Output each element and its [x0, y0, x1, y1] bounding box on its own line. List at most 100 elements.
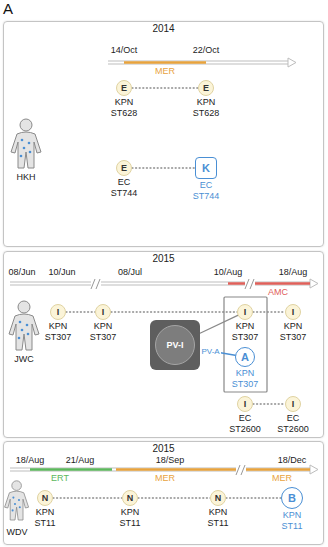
- isolate-marker: E: [116, 160, 132, 176]
- isolate-letter: I: [244, 400, 247, 409]
- isolate-letter: K: [202, 163, 210, 174]
- isolate-node: I EC ST2600: [269, 396, 317, 434]
- art-use: [5, 481, 29, 520]
- isolate-marker: N: [122, 490, 138, 506]
- art-path: [288, 58, 296, 67]
- isolate-marker: E: [198, 80, 214, 96]
- art-line: [10, 471, 310, 472]
- art-line: [108, 61, 288, 62]
- isolate-node: K EC ST744: [182, 157, 230, 201]
- lineage-link: [132, 87, 198, 88]
- isolate-marker: I: [285, 304, 301, 320]
- strain-label: EC ST2600: [229, 413, 261, 434]
- timeline-label: 10/Jun: [48, 267, 75, 278]
- isolate-marker: N: [210, 490, 226, 506]
- strain-label: KPN ST11: [120, 507, 141, 528]
- art-line: [91, 279, 95, 289]
- timeline-label: 10/Aug: [214, 267, 243, 278]
- isolate-letter: I: [244, 308, 247, 317]
- plate-photo: PV-I: [150, 320, 200, 370]
- timeline-label: AMC: [268, 287, 288, 298]
- timeline-panel: 2015IKPN ST307IKPN ST307PV-IIKPN ST307AK…: [3, 251, 324, 438]
- strain-label: KPN ST307: [232, 368, 259, 389]
- timeline-label: MER: [155, 66, 175, 77]
- strain-label: KPN ST11: [282, 510, 303, 531]
- art-line: [116, 468, 236, 471]
- isolate-marker: N: [37, 490, 53, 506]
- art-line: [10, 282, 310, 283]
- art-use: [9, 301, 39, 350]
- timeline-label: 18/Sep: [156, 455, 185, 466]
- timeline-label: 18/Dec: [278, 455, 307, 466]
- strain-label: KPN ST11: [35, 507, 56, 528]
- art-line: [96, 279, 100, 289]
- isolate-node: NKPN ST11: [194, 490, 242, 528]
- isolate-node: N KPN ST11: [21, 490, 69, 528]
- isolate-node: IKPN ST307: [34, 304, 82, 342]
- isolate-node: E KPN ST628: [182, 80, 230, 118]
- art-line: [246, 468, 310, 471]
- strain-label: EC ST2600: [277, 413, 309, 434]
- timeline-label: WDV: [7, 527, 28, 538]
- isolate-marker: E: [116, 80, 132, 96]
- isolate-node: IKPN ST307: [79, 304, 127, 342]
- art-use: [11, 119, 41, 168]
- strain-label: KPN ST307: [90, 321, 117, 342]
- isolate-node: EKPN ST628: [100, 80, 148, 118]
- isolate-letter: B: [288, 493, 296, 504]
- lineage-link: [226, 497, 281, 498]
- isolate-marker: I: [237, 304, 253, 320]
- lineage-link: [253, 311, 285, 312]
- isolate-marker: I: [50, 304, 66, 320]
- art-path: [310, 465, 318, 474]
- year-label: 2014: [4, 23, 323, 35]
- art-line: [241, 465, 245, 475]
- isolate-node: NKPN ST11: [106, 490, 154, 528]
- art-rect: [91, 279, 101, 289]
- isolate-letter: I: [292, 400, 295, 409]
- timeline-label: MER: [272, 473, 292, 484]
- timeline-label: 08/Jul: [118, 267, 142, 278]
- art-line: [10, 285, 310, 286]
- lineage-link: [111, 311, 237, 312]
- isolate-marker: K: [195, 157, 217, 179]
- lineage-link: [66, 311, 95, 312]
- timeline-label: 21/Aug: [66, 455, 95, 466]
- isolate-letter: E: [121, 164, 127, 173]
- isolate-marker: A: [235, 347, 255, 367]
- strain-label: KPN ST307: [280, 321, 307, 342]
- art-line: [228, 282, 310, 285]
- timeline-label: 22/Oct: [193, 45, 220, 56]
- timeline-label: JWC: [14, 354, 34, 365]
- timeline-label: 14/Oct: [111, 45, 138, 56]
- isolate-node: EEC ST744: [100, 160, 148, 198]
- isolate-node: I EC ST2600: [221, 396, 269, 434]
- timeline-label: HKH: [16, 172, 35, 183]
- panel-letter: A: [3, 0, 13, 18]
- art-rect: [236, 465, 246, 475]
- strain-label: KPN ST307: [232, 321, 259, 342]
- strain-label: KPN ST11: [208, 507, 229, 528]
- strain-label: EC ST744: [193, 180, 220, 201]
- isolate-marker: I: [237, 396, 253, 412]
- art-line: [250, 279, 254, 289]
- isolate-node: I KPN ST307: [221, 304, 269, 342]
- strain-label: KPN ST628: [111, 97, 138, 118]
- lineage-link: [53, 497, 122, 498]
- lineage-link: [132, 167, 195, 168]
- plate-link: [200, 315, 238, 333]
- lineage-link: [253, 403, 285, 404]
- timeline-panel: 2014EKPN ST628EKPN ST628EEC ST744KEC ST7…: [3, 21, 324, 247]
- isolate-letter: N: [42, 494, 49, 503]
- timeline-label: 08/Jun: [8, 267, 35, 278]
- isolate-letter: E: [203, 84, 209, 93]
- strain-label: KPN ST628: [193, 97, 220, 118]
- timeline-label: 18/Aug: [279, 267, 308, 278]
- isolate-marker: B: [281, 487, 303, 509]
- strain-label: KPN ST307: [45, 321, 72, 342]
- isolate-letter: I: [292, 308, 295, 317]
- art-line: [10, 468, 310, 469]
- art-line: [108, 64, 288, 65]
- isolate-node: I KPN ST307: [269, 304, 317, 342]
